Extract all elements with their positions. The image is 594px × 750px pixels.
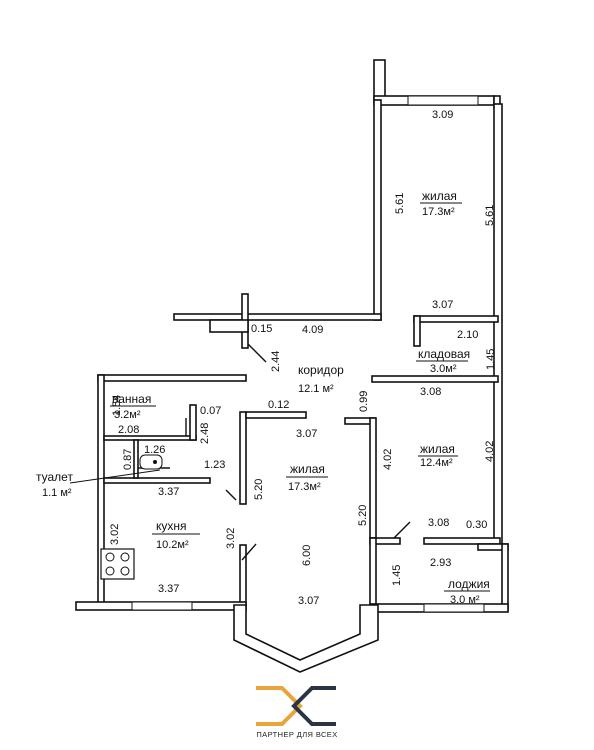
room-area-living-right: 12.4м² [420, 457, 453, 469]
toilet-leader [69, 469, 161, 484]
dim-1-26: 1.26 [144, 444, 165, 456]
room-name-toilet: туалет [36, 470, 73, 484]
dim-1-23: 1.23 [204, 459, 225, 471]
dim-4-02-left: 4.02 [382, 449, 394, 470]
room-area-living-mid: 17.3м² [288, 481, 321, 493]
room-name-corridor: коридор [298, 363, 344, 377]
dim-6-00: 6.00 [301, 545, 313, 566]
dim-2-48: 2.48 [199, 423, 211, 444]
dim-3-07-bottom: 3.07 [298, 595, 319, 607]
toilet-icon [139, 454, 163, 470]
dim-2-08: 2.08 [118, 424, 139, 436]
dim-3-08-bottom: 3.08 [428, 517, 449, 529]
dim-1-54: 1.54 [111, 395, 123, 416]
dim-1-45-loggia: 1.45 [391, 565, 403, 586]
dim-2-44: 2.44 [270, 351, 282, 372]
stove-icon [100, 548, 135, 580]
dim-5-20-left: 5.20 [253, 479, 265, 500]
bay-window [233, 604, 379, 673]
room-name-living-right: жилая [420, 442, 455, 456]
dim-2-10: 2.10 [457, 329, 478, 341]
dim-5-20-right: 5.20 [357, 505, 369, 526]
dim-3-07-top: 3.07 [432, 299, 453, 311]
room-name-living-mid: жилая [290, 462, 325, 476]
logo-icon [256, 686, 336, 726]
room-name-kitchen: кухня [156, 519, 187, 533]
dim-0-15: 0.15 [251, 323, 272, 335]
dim-3-02-left: 3.02 [109, 524, 121, 545]
room-name-bathroom: ванная [112, 392, 151, 406]
room-area-kitchen: 10.2м² [156, 539, 189, 551]
dim-5-61-left: 5.61 [394, 193, 406, 214]
dim-0-12: 0.12 [268, 399, 289, 411]
dim-1-45-storage: 1.45 [485, 349, 497, 370]
dim-3-07-mid: 3.07 [296, 428, 317, 440]
room-area-storage: 3.0м² [430, 363, 457, 375]
room-area-living-top: 17.3м² [422, 206, 455, 218]
dim-3-09: 3.09 [432, 109, 453, 121]
dim-4-09: 4.09 [302, 324, 323, 336]
room-area-toilet: 1.1 м² [42, 487, 72, 499]
dim-0-07: 0.07 [200, 405, 221, 417]
room-area-corridor: 12.1 м² [298, 383, 334, 395]
walls [75, 59, 509, 613]
room-area-bathroom: 3.2м² [114, 409, 141, 421]
dim-0-87: 0.87 [122, 449, 134, 470]
dim-3-37-bottom: 3.37 [158, 583, 179, 595]
room-labels: жилая 17.3м² коридор 12.1 м² кладовая 3.… [36, 189, 490, 606]
dim-4-02-right: 4.02 [484, 441, 496, 462]
dimension-labels: 3.09 5.61 5.61 3.07 0.15 4.09 2.10 2.44 … [109, 109, 497, 607]
dim-3-37-top: 3.37 [158, 486, 179, 498]
logo-caption: ПАРТНЕР ДЛЯ ВСЕХ [256, 730, 338, 739]
dim-0-99: 0.99 [358, 391, 370, 412]
room-area-loggia: 3.0 м² [450, 594, 480, 606]
room-name-loggia: лоджия [448, 577, 490, 591]
room-name-living-top: жилая [422, 189, 457, 203]
dim-0-30: 0.30 [466, 519, 487, 531]
windows [131, 95, 485, 613]
room-name-storage: кладовая [418, 347, 470, 361]
dim-2-93: 2.93 [430, 557, 451, 569]
dim-3-08-top: 3.08 [420, 386, 441, 398]
dim-5-61-right: 5.61 [484, 205, 496, 226]
dim-3-02-mid: 3.02 [225, 528, 237, 549]
